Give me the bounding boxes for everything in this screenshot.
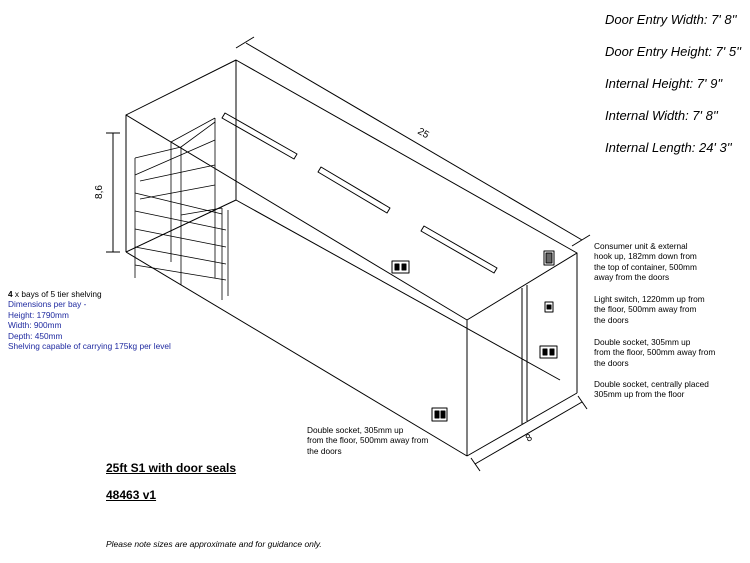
consumer-unit-box [543,250,555,266]
container-top-face [125,59,578,321]
shelving-capacity: Shelving capable of carrying 175kg per l… [8,341,171,352]
drawing-title: 25ft S1 with door seals [106,461,237,475]
width-dimension-label: 8 [524,432,535,445]
spec-door-entry-width: Door Entry Width: 7' 8'' [605,12,737,27]
shelving-note: 4 x bays of 5 tier shelving Dimensions p… [8,289,171,351]
footer-disclaimer: Please note sizes are approximate and fo… [106,539,322,549]
container-bottom-short-edge [466,392,578,457]
shelving-count: 4 [8,289,13,299]
ceiling-light-2 [317,166,391,214]
spec-internal-width: Internal Width: 7' 8'' [605,108,718,123]
spec-internal-height: Internal Height: 7' 9'' [605,76,723,91]
spec-internal-length: Internal Length: 24' 3'' [605,140,732,155]
shelving-height: Height: 1790mm [8,309,69,320]
drawing-reference: 48463 v1 [106,488,157,502]
double-socket-back-wall [391,260,410,274]
note-light-switch: Light switch, 1220mm up from the floor, … [594,294,705,325]
note-double-socket-right: Double socket, 305mm up from the floor, … [594,337,716,368]
double-socket-left-wall [431,407,448,422]
ceiling-light-3 [420,225,498,274]
height-dimension [106,132,120,253]
width-dimension [470,395,588,472]
container-bottom-long-edge [125,251,468,457]
note-consumer-unit: Consumer unit & external hook up, 182mm … [594,241,697,283]
note-double-socket-central: Double socket, centrally placed 305mm up… [594,379,709,400]
height-dimension-label: 8,6 [94,185,105,199]
length-dimension-label: 25 [416,126,432,141]
light-switch-box [544,301,554,313]
spec-door-entry-height: Door Entry Height: 7' 5'' [605,44,742,59]
shelving-depth: Depth: 450mm [8,330,63,341]
double-socket-right-wall [539,345,558,359]
note-double-socket-left: Double socket, 305mm up from the floor, … [307,425,429,456]
length-dimension [235,36,591,247]
shelving-width: Width: 900mm [8,320,62,331]
shelving-lead: x bays of 5 tier shelving [12,289,102,299]
shelving-dimensions-heading: Dimensions per bay - [8,299,87,310]
shelving-units [134,117,229,300]
container-inner-floor-line [235,199,561,381]
ceiling-light-1 [221,112,298,160]
